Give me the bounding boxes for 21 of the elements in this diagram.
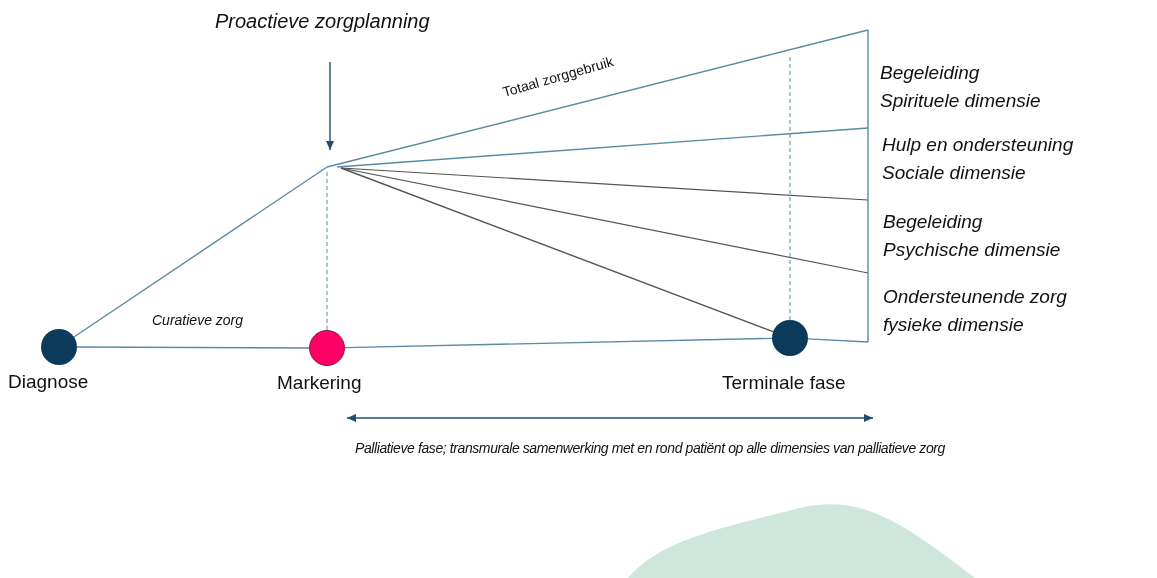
dimension-label: fysieke dimensie bbox=[883, 314, 1024, 336]
node-label: Markering bbox=[277, 372, 362, 394]
heading-text: Proactieve zorgplanning bbox=[215, 10, 430, 33]
edge-label: Curatieve zorg bbox=[152, 312, 244, 328]
node-label: Diagnose bbox=[8, 371, 89, 393]
category-label: Begeleiding bbox=[883, 211, 983, 233]
arrow bbox=[326, 61, 334, 151]
category-label: Hulp en ondersteuning bbox=[882, 134, 1074, 156]
dimension-label: Sociale dimensie bbox=[882, 162, 1026, 184]
dashed-line bbox=[789, 54, 791, 321]
category-label: Ondersteunende zorg bbox=[883, 286, 1067, 308]
connector-line bbox=[340, 167, 774, 333]
caption-text: Palliatieve fase; transmurale samenwerking met en rond patiënt op alle dimensies van palliatieve zorg bbox=[355, 440, 945, 456]
category-label: Begeleiding bbox=[880, 62, 980, 84]
connector-line bbox=[76, 346, 310, 349]
node-label: Terminale fase bbox=[722, 372, 846, 394]
connector-line bbox=[807, 338, 869, 343]
connector-line bbox=[344, 337, 773, 349]
dimension-label: Spirituele dimensie bbox=[880, 90, 1041, 112]
connector-line bbox=[73, 166, 328, 338]
dimension-label: Psychische dimensie bbox=[883, 239, 1061, 261]
